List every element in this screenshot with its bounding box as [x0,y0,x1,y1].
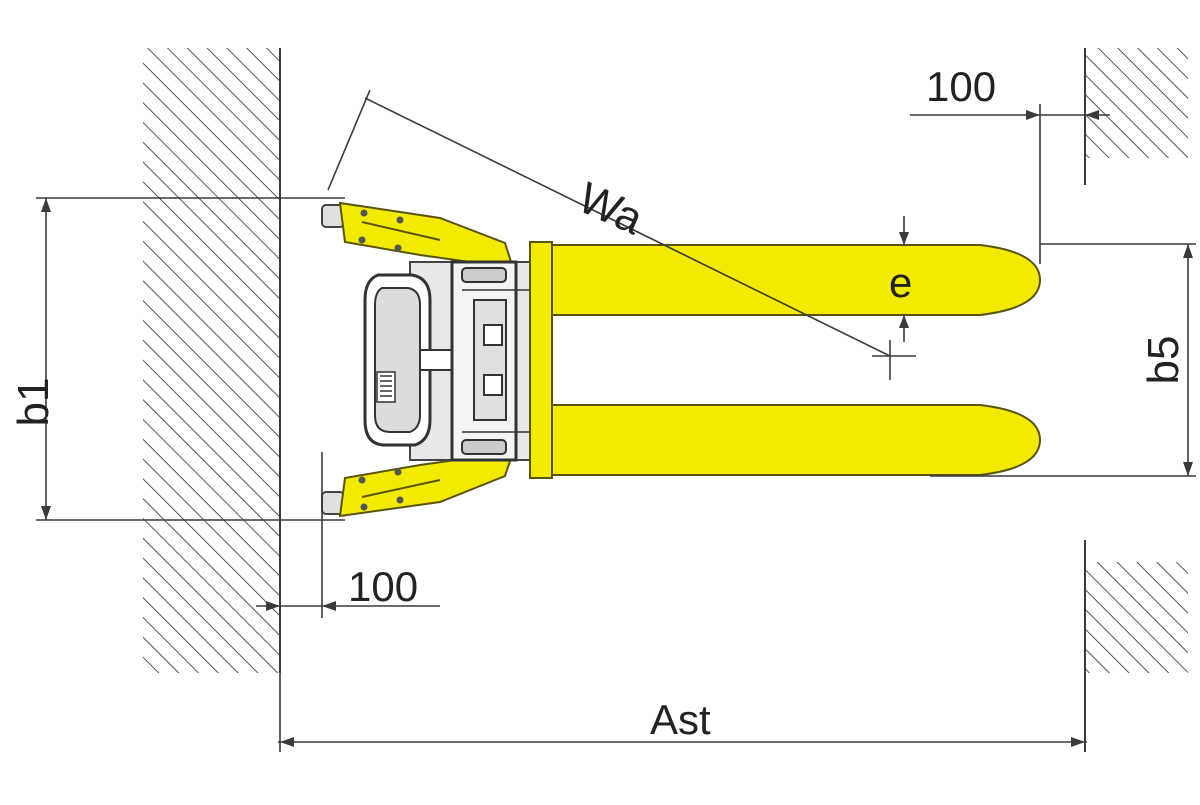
top-clearance-label: 100 [926,63,997,110]
right-wall-bottom [1085,562,1188,673]
lower-arm [321,453,514,518]
dimension-lines [36,89,1196,752]
bottom-clearance-label: 100 [348,563,419,610]
upper-fork [551,244,1042,316]
fork-spread-label: b5 [1139,335,1188,385]
upper-arm [321,201,514,267]
overall-width-label: b1 [9,377,58,427]
left-wall [143,48,280,673]
aisle-width-label: Ast [650,696,711,743]
right-wall-top [1085,48,1188,158]
arrowheads [41,110,1193,747]
fork-width-label: e [889,259,913,306]
lower-fork [551,404,1042,476]
chassis [363,260,531,462]
fork-backplate [529,241,553,479]
